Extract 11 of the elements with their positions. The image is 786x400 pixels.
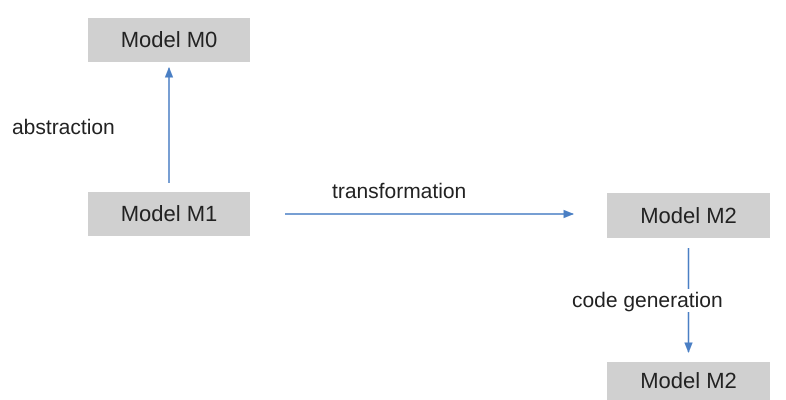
arrow: [164, 66, 174, 183]
model-box: [607, 362, 770, 400]
model-box: [88, 192, 250, 236]
node-label: Model M1: [120, 201, 218, 227]
edge-label: code generation: [572, 289, 723, 312]
model-box: [88, 18, 250, 62]
node-label: Model M0: [120, 27, 218, 53]
arrow: [285, 210, 574, 218]
node-label: Model M2: [640, 202, 737, 228]
model-box: [607, 193, 770, 238]
node-label: Model M2: [640, 368, 737, 394]
